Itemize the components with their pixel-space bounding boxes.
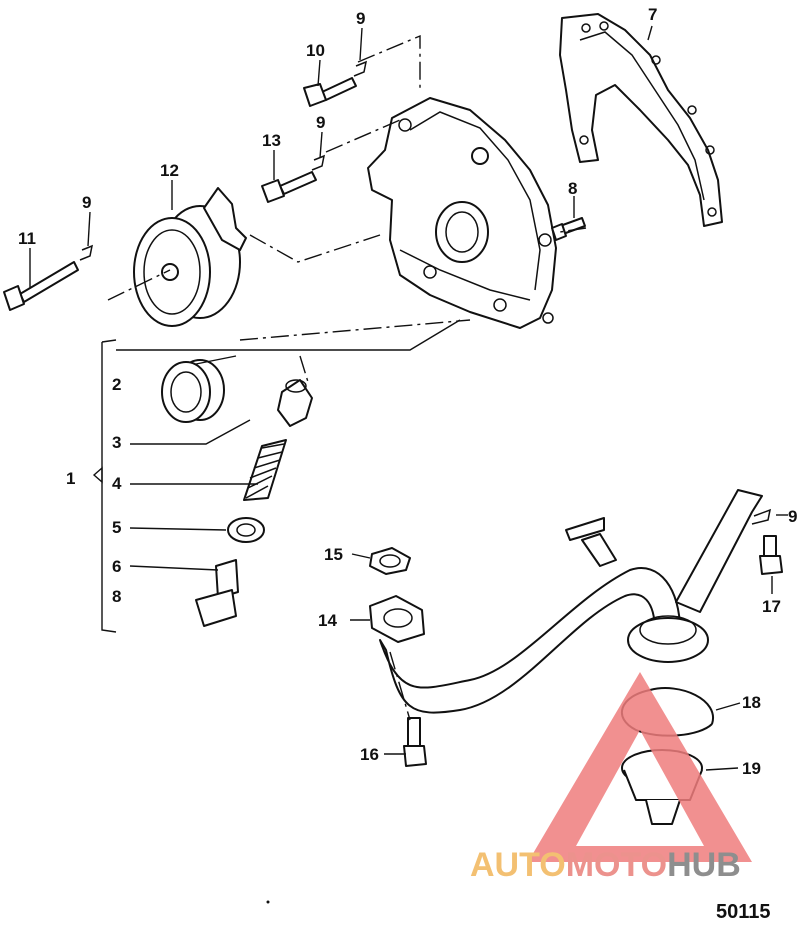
callout-11: 11	[18, 229, 36, 248]
tensioner-pulley	[133, 187, 247, 327]
callout-5: 5	[112, 518, 121, 537]
callout-8-upper: 8	[568, 179, 577, 198]
callout-9-right: 9	[788, 507, 797, 526]
leader-lines	[29, 25, 788, 771]
callout-8-lower: 8	[112, 587, 121, 606]
callout-6: 6	[112, 557, 121, 576]
callout-14: 14	[318, 611, 337, 630]
bolt-11	[3, 261, 79, 311]
callout-1: 1	[66, 469, 75, 488]
seal-part	[161, 359, 225, 423]
watermark-text: AUTOMOTOHUB	[470, 846, 741, 884]
watermark-word-auto: AUTO	[470, 846, 566, 884]
callout-2: 2	[112, 375, 121, 394]
callout-16: 16	[360, 745, 379, 764]
callout-15: 15	[324, 545, 343, 564]
plug-part	[195, 559, 239, 627]
callout-9-mid: 9	[316, 113, 325, 132]
gasket-part	[559, 13, 723, 227]
pickup-flange	[369, 595, 425, 643]
callout-19: 19	[742, 759, 761, 778]
watermark: AUTOMOTOHUB	[470, 672, 752, 884]
callout-10: 10	[306, 41, 325, 60]
bolt-17	[759, 535, 783, 575]
figure-code: 50115	[716, 901, 771, 923]
bolt-10	[303, 77, 357, 107]
pickup-tube	[379, 489, 763, 714]
callout-18: 18	[742, 693, 761, 712]
speck	[266, 900, 270, 904]
washer-5	[227, 517, 265, 543]
flange-gasket	[369, 547, 411, 575]
watermark-word-hub: HUB	[667, 846, 741, 884]
group-bracket	[101, 342, 117, 633]
callout-13: 13	[262, 131, 281, 150]
group-bracket-point	[92, 466, 103, 484]
washer-9-b	[311, 154, 326, 171]
callout-labels: 1 2 3 4 5 6 8 7 8 9 9 9 9 10 11 12 13 14…	[18, 5, 797, 778]
callout-4: 4	[112, 474, 122, 493]
washer-9-c	[79, 244, 94, 261]
bolt-13	[261, 171, 317, 203]
callout-9-top: 9	[356, 9, 365, 28]
callout-17: 17	[762, 597, 781, 616]
bolt-16	[403, 717, 427, 767]
callout-3: 3	[112, 433, 121, 452]
watermark-triangle-icon	[528, 672, 752, 862]
plunger-part	[277, 379, 313, 427]
callout-7: 7	[648, 5, 657, 24]
washer-9-a	[353, 60, 368, 77]
callout-12: 12	[160, 161, 179, 180]
callout-9-left: 9	[82, 193, 91, 212]
oil-pump-housing	[367, 97, 557, 329]
spring-part	[243, 439, 287, 501]
watermark-word-moto: MOTO	[566, 846, 667, 884]
washer-9-d	[751, 508, 772, 525]
group-bracket-top	[101, 339, 117, 343]
